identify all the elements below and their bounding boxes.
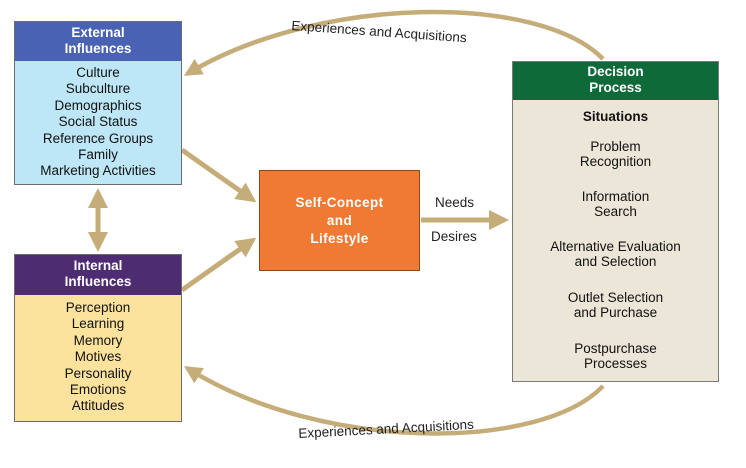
step-postpurchase-processes: Postpurchase Processes bbox=[513, 341, 718, 371]
list-item: Family bbox=[78, 147, 118, 163]
step-alternative-evaluation: Alternative Evaluation and Selection bbox=[513, 239, 718, 269]
list-item: Demographics bbox=[54, 97, 142, 113]
step-line: Outlet Selection bbox=[567, 290, 664, 305]
external-influences-list: Culture Subculture Demographics Social S… bbox=[15, 61, 181, 184]
external-title-line1: External bbox=[71, 25, 125, 40]
step-line: Alternative Evaluation bbox=[550, 239, 681, 254]
list-item: Learning bbox=[71, 316, 125, 332]
decision-process-body: Situations Problem Recognition Informati… bbox=[513, 100, 718, 381]
situations-heading: Situations bbox=[582, 109, 649, 124]
list-item: Subculture bbox=[65, 81, 131, 97]
list-item: Perception bbox=[65, 300, 131, 315]
step-line: and Purchase bbox=[573, 305, 658, 320]
internal-title-line1: Internal bbox=[73, 258, 123, 273]
internal-influences-header: Internal Influences bbox=[15, 255, 181, 295]
step-line: Information bbox=[581, 189, 650, 204]
internal-to-selfconcept-arrow bbox=[180, 237, 257, 293]
self-concept-box: Self-Concept and Lifestyle bbox=[259, 170, 420, 271]
external-influences-header: External Influences bbox=[15, 22, 181, 61]
list-item: Personality bbox=[64, 365, 132, 381]
internal-title-line2: Influences bbox=[64, 274, 132, 289]
decision-title-line1: Decision bbox=[587, 64, 644, 79]
step-line: Processes bbox=[583, 356, 648, 371]
list-item: Reference Groups bbox=[42, 130, 154, 146]
self-concept-line3: Lifestyle bbox=[310, 230, 369, 246]
step-line: Search bbox=[594, 204, 637, 219]
step-problem-recognition: Problem Recognition bbox=[513, 139, 718, 169]
external-to-selfconcept-arrow bbox=[180, 147, 257, 203]
needs-label: Needs bbox=[435, 195, 475, 210]
step-line: Postpurchase bbox=[574, 341, 657, 356]
list-item: Attitudes bbox=[71, 398, 125, 414]
list-item: Marketing Activities bbox=[40, 163, 156, 179]
step-information-search: Information Search bbox=[513, 189, 718, 219]
external-influences-box: External Influences Culture Subculture D… bbox=[14, 21, 182, 185]
decision-process-header: Decision Process bbox=[513, 62, 718, 100]
decision-process-box: Decision Process Situations Problem Reco… bbox=[512, 61, 719, 382]
self-concept-line1: Self-Concept bbox=[295, 194, 384, 210]
step-line: Problem bbox=[590, 139, 641, 154]
external-title-line2: Influences bbox=[64, 41, 132, 56]
step-line: and Selection bbox=[574, 254, 657, 269]
decision-title-line2: Process bbox=[589, 80, 642, 95]
bottom-feedback-arc bbox=[183, 366, 605, 436]
top-feedback-arc bbox=[183, 9, 605, 76]
step-line: Recognition bbox=[579, 154, 652, 169]
internal-influences-list: Perception Learning Memory Motives Perso… bbox=[15, 295, 181, 421]
list-item: Memory bbox=[73, 332, 123, 348]
self-concept-line2: and bbox=[326, 212, 353, 228]
list-item: Culture bbox=[76, 65, 120, 80]
list-item: Motives bbox=[74, 349, 122, 365]
desires-label: Desires bbox=[431, 229, 477, 244]
internal-influences-box: Internal Influences Perception Learning … bbox=[14, 254, 182, 422]
step-outlet-selection: Outlet Selection and Purchase bbox=[513, 290, 718, 320]
list-item: Emotions bbox=[69, 382, 127, 398]
list-item: Social Status bbox=[58, 114, 138, 130]
